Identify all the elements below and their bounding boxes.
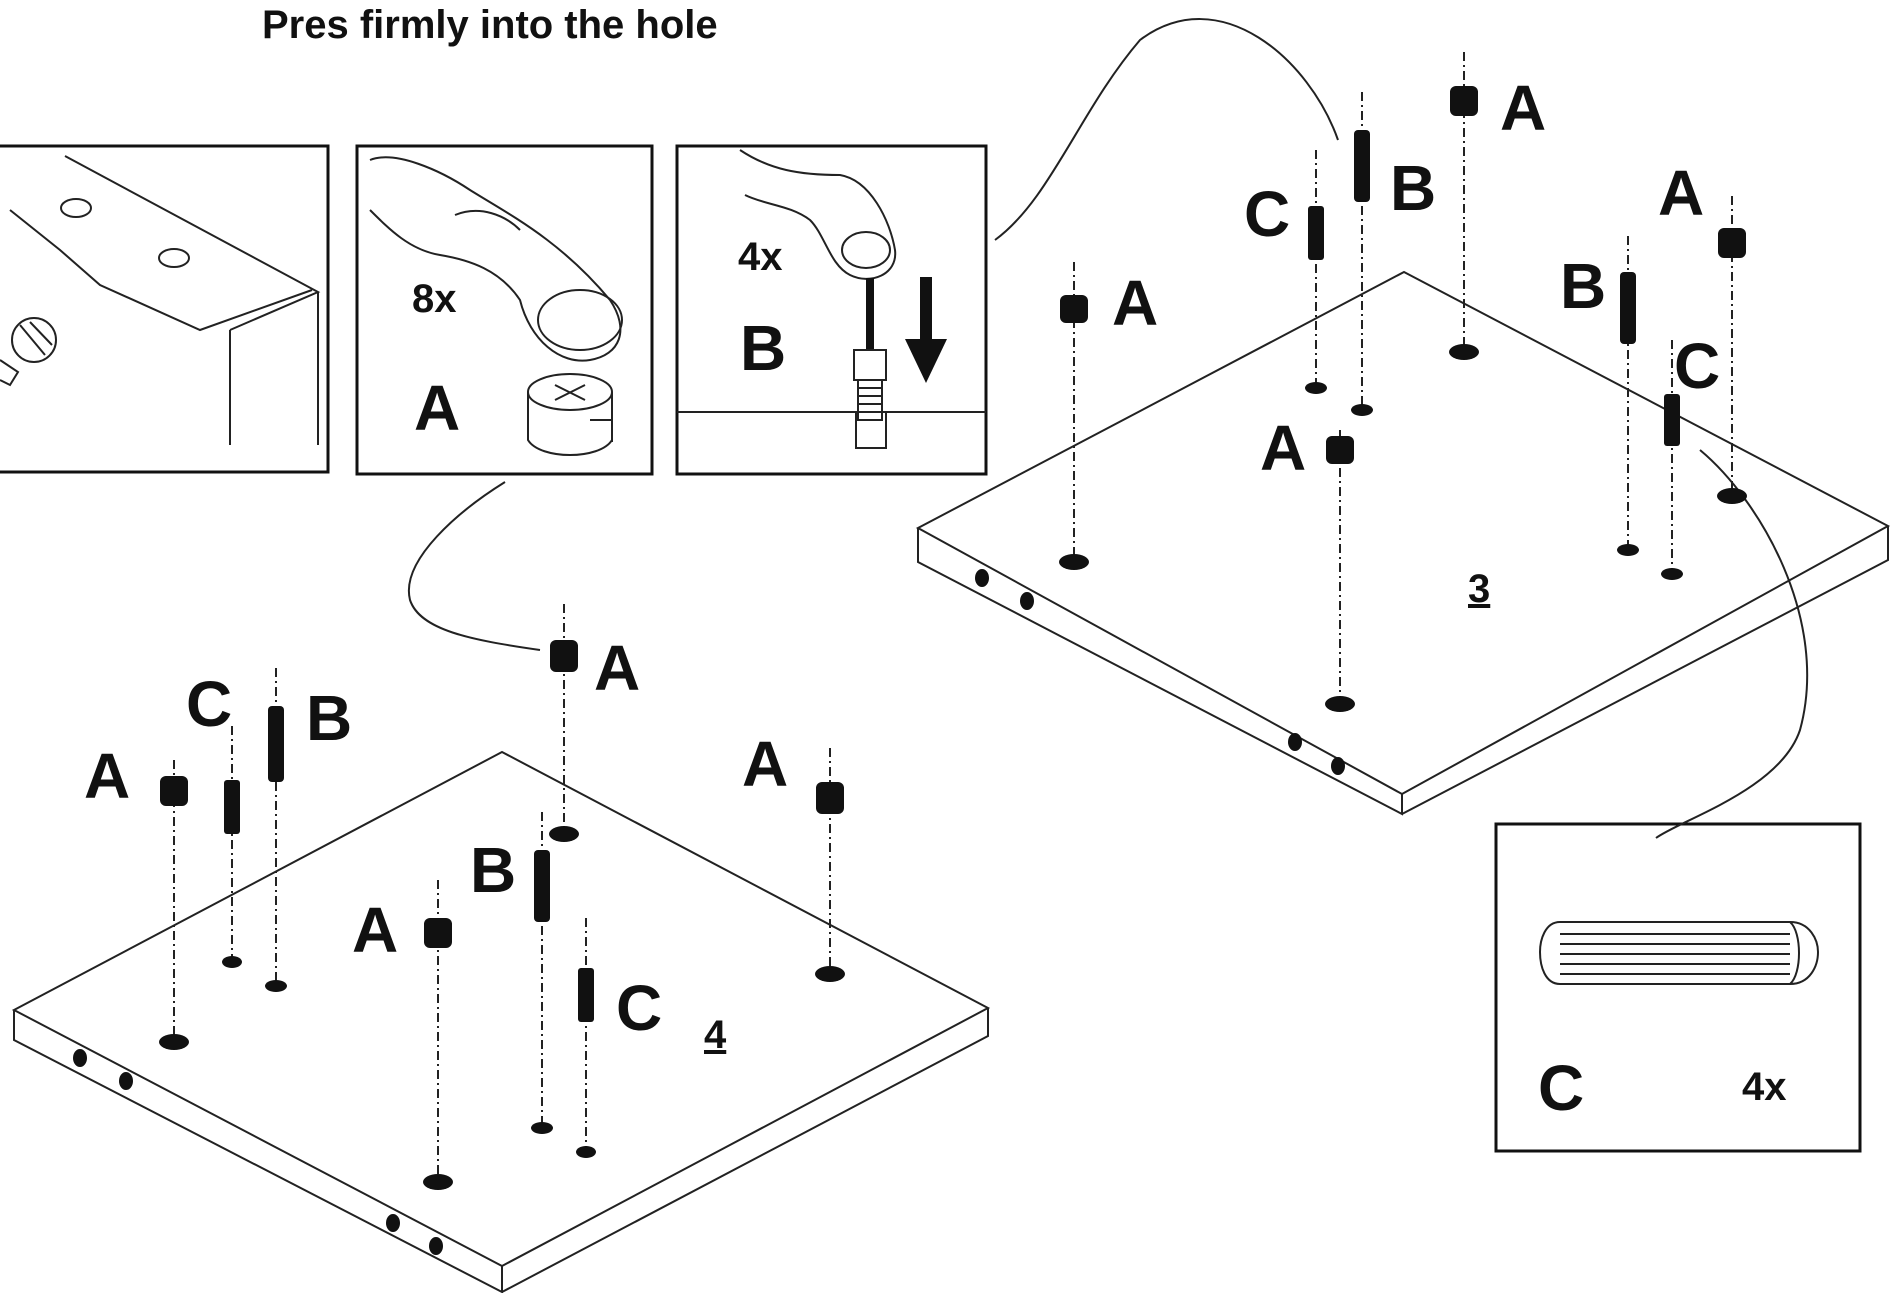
label-c: C	[186, 668, 232, 740]
label-a: A	[84, 740, 130, 812]
arrow-down-icon	[905, 277, 947, 383]
connector-bolt-icon	[853, 278, 887, 449]
qty-label-b: 4x	[738, 235, 783, 279]
label-b: B	[470, 834, 516, 906]
label-a: A	[1260, 412, 1306, 484]
part-letter-c: C	[1538, 1052, 1584, 1124]
label-a: A	[1500, 72, 1546, 144]
qty-label-a: 8x	[412, 277, 457, 321]
finger-icon	[739, 149, 897, 280]
cam-lock-icon	[527, 373, 613, 456]
label-c: C	[616, 972, 662, 1044]
label-a: A	[742, 728, 788, 800]
inset-part-a: 8x A	[355, 144, 654, 476]
label-a: A	[1112, 267, 1158, 339]
label-a: A	[1658, 157, 1704, 229]
panel-number-4: 4	[704, 1013, 727, 1057]
label-b: B	[1390, 152, 1436, 224]
inset-part-c: C 4x	[1494, 822, 1862, 1153]
panel-3: 3 A A A A B C B C	[915, 52, 1891, 816]
finger-icon	[369, 156, 622, 362]
label-b: B	[1560, 250, 1606, 322]
panel-4: 4 A A A A B C B C	[11, 604, 991, 1293]
label-a: A	[594, 632, 640, 704]
leader-line	[407, 481, 541, 651]
label-c: C	[1244, 178, 1290, 250]
inset-part-b: 4x B	[675, 144, 988, 476]
panel-number-3: 3	[1468, 567, 1490, 611]
qty-label-c: 4x	[1742, 1065, 1787, 1109]
instruction-title: Pres firmly into the hole	[262, 3, 718, 47]
part-letter-b: B	[740, 312, 786, 384]
inset-edge-detail	[0, 144, 330, 474]
part-letter-a: A	[414, 372, 460, 444]
leader-line	[1655, 449, 1809, 839]
dowel-icon	[1538, 921, 1820, 985]
label-a: A	[352, 894, 398, 966]
label-b: B	[306, 682, 352, 754]
leader-line	[994, 18, 1339, 241]
label-c: C	[1674, 330, 1720, 402]
